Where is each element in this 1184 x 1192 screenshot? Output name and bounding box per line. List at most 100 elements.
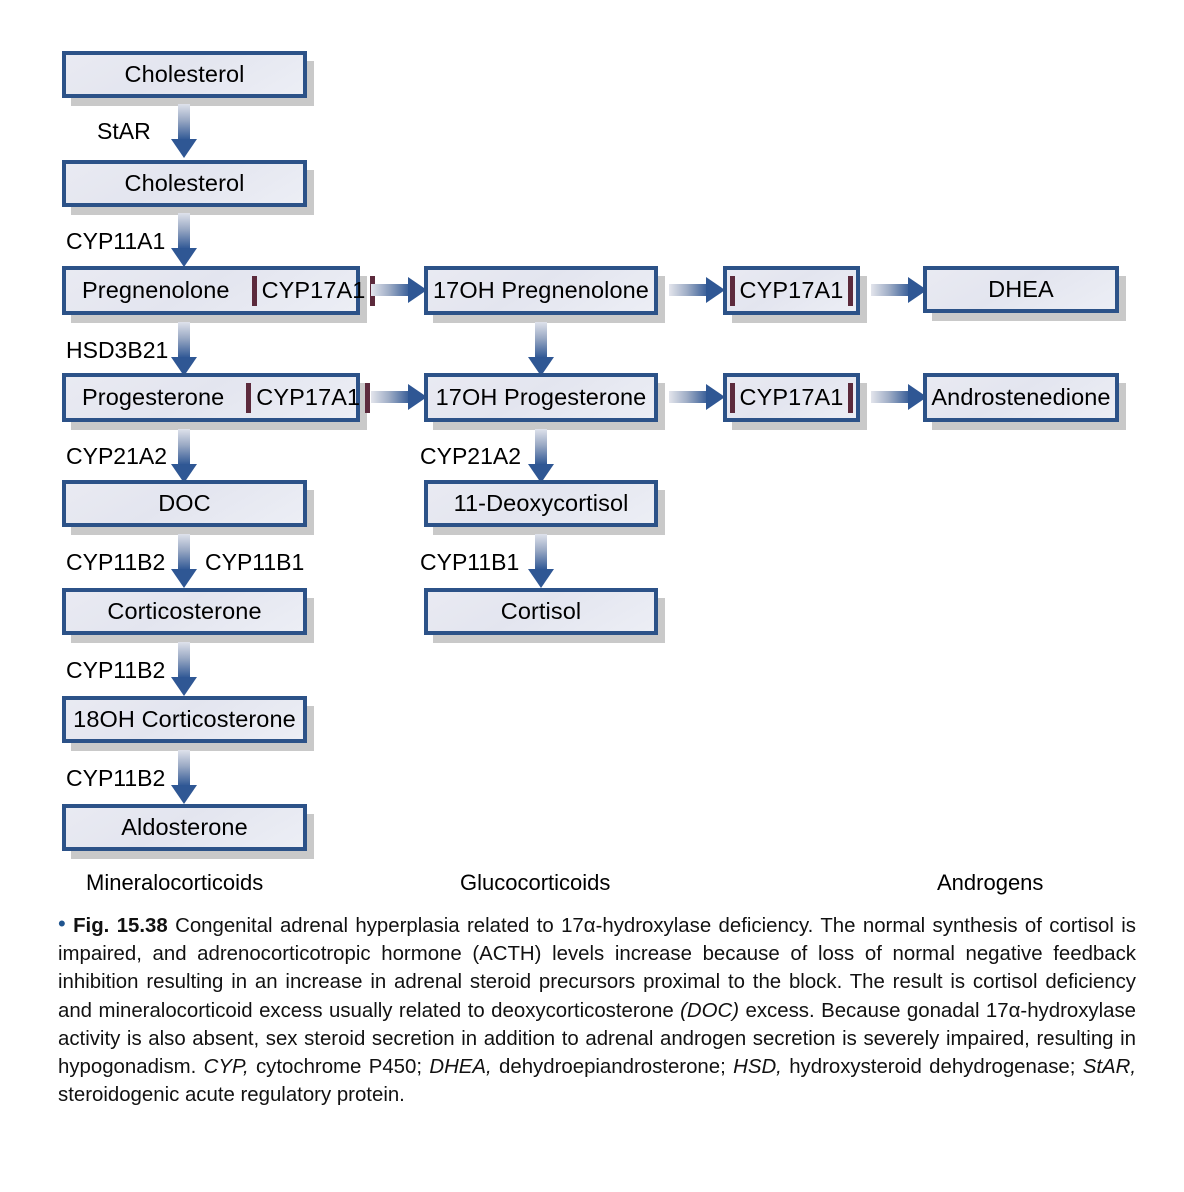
- arrow-cholesterol-to-pregnenolone: [171, 213, 197, 267]
- arrow-head: [171, 248, 197, 267]
- arrow-shaft: [669, 391, 709, 403]
- arrow-deoxycortisol-to-cortisol: [528, 534, 554, 588]
- arrow-shaft: [535, 534, 547, 570]
- node-label: DHEA: [988, 276, 1054, 302]
- node-blocked-cyp17a1-progesterone-branch: CYP17A1: [723, 373, 860, 422]
- node-label: Aldosterone: [121, 814, 248, 840]
- caption-text-4: dehydroepiandrosterone;: [491, 1056, 734, 1079]
- step-label-cyp11b2-c: CYP11B2: [66, 765, 166, 791]
- arrow-shaft: [178, 322, 190, 358]
- block-bar-left-icon: [246, 382, 252, 413]
- arrow-pregnenolone-to-progesterone: [171, 322, 197, 376]
- arrow-17oh-progesterone-to-deoxycortisol: [528, 429, 554, 483]
- caption-text-5: hydroxysteroid dehydrogenase;: [781, 1056, 1083, 1079]
- blocked-enzyme-cyp17a1: CYP17A1: [246, 382, 371, 413]
- caption-abbr-dhea: DHEA,: [429, 1056, 492, 1079]
- figure-caption: • Fig. 15.38 Congenital adrenal hyperpla…: [58, 912, 1136, 1109]
- step-label-star: StAR: [97, 118, 151, 144]
- node-label: Cholesterol: [124, 170, 245, 196]
- arrow-head: [171, 785, 197, 804]
- arrow-head: [171, 357, 197, 376]
- arrow-progesterone-to-doc: [171, 429, 197, 483]
- node-label: Cortisol: [500, 598, 582, 624]
- caption-text-6: steroidogenic acute regulatory protein.: [58, 1084, 405, 1107]
- arrow-head: [528, 569, 554, 588]
- block-bar-right-icon: [848, 275, 854, 306]
- arrow-shaft: [669, 284, 709, 296]
- arrow-shaft: [871, 391, 911, 403]
- step-label-cyp11b1-mid: CYP11B1: [420, 549, 520, 575]
- node-label: DOC: [158, 490, 211, 516]
- node-label: Pregnenolone: [82, 277, 230, 303]
- node-label: Progesterone: [82, 384, 225, 410]
- blocked-enzyme-cyp17a1: CYP17A1: [729, 382, 854, 413]
- arrow-shaft: [178, 104, 190, 140]
- arrow-progesterone-to-17oh-progesterone: [371, 384, 427, 410]
- arrow-head: [408, 277, 427, 303]
- step-label-cyp11b1-a: CYP11B1: [205, 549, 305, 575]
- caption-abbr-star: StAR,: [1082, 1056, 1137, 1079]
- blocked-enzyme-label: CYP17A1: [261, 277, 366, 303]
- arrow-head: [908, 384, 927, 410]
- arrow-shaft: [178, 213, 190, 249]
- node-label: Cholesterol: [124, 61, 245, 87]
- figure-number: Fig. 15.38: [73, 915, 168, 937]
- node-corticosterone: Corticosterone: [62, 588, 307, 635]
- arrow-head: [908, 277, 927, 303]
- block-bar-right-icon: [848, 382, 854, 413]
- arrow-head: [528, 357, 554, 376]
- arrow-head: [171, 677, 197, 696]
- class-label-glucocorticoids: Glucocorticoids: [460, 870, 611, 895]
- arrow-shaft: [178, 642, 190, 678]
- step-label-hsd3b21: HSD3B21: [66, 337, 169, 363]
- arrow-corticosterone-to-18oh: [171, 642, 197, 696]
- node-cholesterol-outer: Cholesterol: [62, 51, 307, 98]
- arrow-head: [528, 464, 554, 483]
- node-label: Androstenedione: [931, 384, 1111, 410]
- arrow-shaft: [371, 391, 411, 403]
- arrow-shaft: [871, 284, 911, 296]
- step-label-cyp21a2-left: CYP21A2: [66, 443, 168, 469]
- node-doc: DOC: [62, 480, 307, 527]
- arrow-blocked-cyp17a1-to-dhea: [871, 277, 927, 303]
- caption-abbr-cyp: CYP,: [203, 1056, 249, 1079]
- class-label-androgens: Androgens: [937, 870, 1044, 895]
- node-label: 11-Deoxycortisol: [453, 490, 629, 516]
- arrow-head: [408, 384, 427, 410]
- blocked-enzyme-cyp17a1: CYP17A1: [729, 275, 854, 306]
- arrow-head: [171, 464, 197, 483]
- arrow-shaft: [178, 750, 190, 786]
- arrow-doc-to-corticosterone: [171, 534, 197, 588]
- caption-text-1: Congenital adrenal hyperplasia related t…: [58, 915, 1136, 1022]
- node-18oh-corticosterone: 18OH Corticosterone: [62, 696, 307, 743]
- node-17oh-progesterone: 17OH Progesterone: [424, 373, 658, 422]
- blocked-enzyme-label: CYP17A1: [256, 384, 361, 410]
- arrow-shaft: [535, 322, 547, 358]
- block-bar-left-icon: [729, 275, 735, 306]
- arrow-shaft: [535, 429, 547, 465]
- blocked-enzyme-label: CYP17A1: [739, 277, 844, 303]
- node-cortisol: Cortisol: [424, 588, 658, 635]
- step-label-cyp21a2-mid: CYP21A2: [420, 443, 522, 469]
- arrow-cholesterol-to-cholesterol: [171, 104, 197, 158]
- node-label: Corticosterone: [107, 598, 262, 624]
- steroidogenesis-pathway-diagram: Cholesterol StAR Cholesterol CYP11A1 Pre…: [62, 51, 1119, 895]
- caption-text-2: excess. Because gonadal 17α-hydroxylase …: [58, 999, 1136, 1079]
- arrow-17oh-progesterone-to-blocked-cyp17a1: [669, 384, 725, 410]
- step-label-cyp11b2-a: CYP11B2: [66, 549, 166, 575]
- blocked-enzyme-cyp17a1: CYP17A1: [251, 275, 376, 306]
- arrow-17oh-pregnenolone-to-17oh-progesterone: [528, 322, 554, 376]
- block-bar-left-icon: [251, 275, 257, 306]
- arrow-head: [171, 139, 197, 158]
- arrow-head: [706, 277, 725, 303]
- arrow-shaft: [178, 429, 190, 465]
- blocked-enzyme-label: CYP17A1: [739, 384, 844, 410]
- arrow-shaft: [178, 534, 190, 570]
- block-bar-right-icon: [365, 382, 371, 413]
- node-11-deoxycortisol: 11-Deoxycortisol: [424, 480, 658, 527]
- node-label: 17OH Progesterone: [435, 384, 647, 410]
- arrow-17oh-pregnenolone-to-blocked-cyp17a1: [669, 277, 725, 303]
- caption-abbr-doc: (DOC): [680, 999, 740, 1022]
- step-label-cyp11b2-b: CYP11B2: [66, 657, 166, 683]
- node-progesterone-with-blocked-cyp17a1: Progesterone CYP17A1: [62, 373, 371, 422]
